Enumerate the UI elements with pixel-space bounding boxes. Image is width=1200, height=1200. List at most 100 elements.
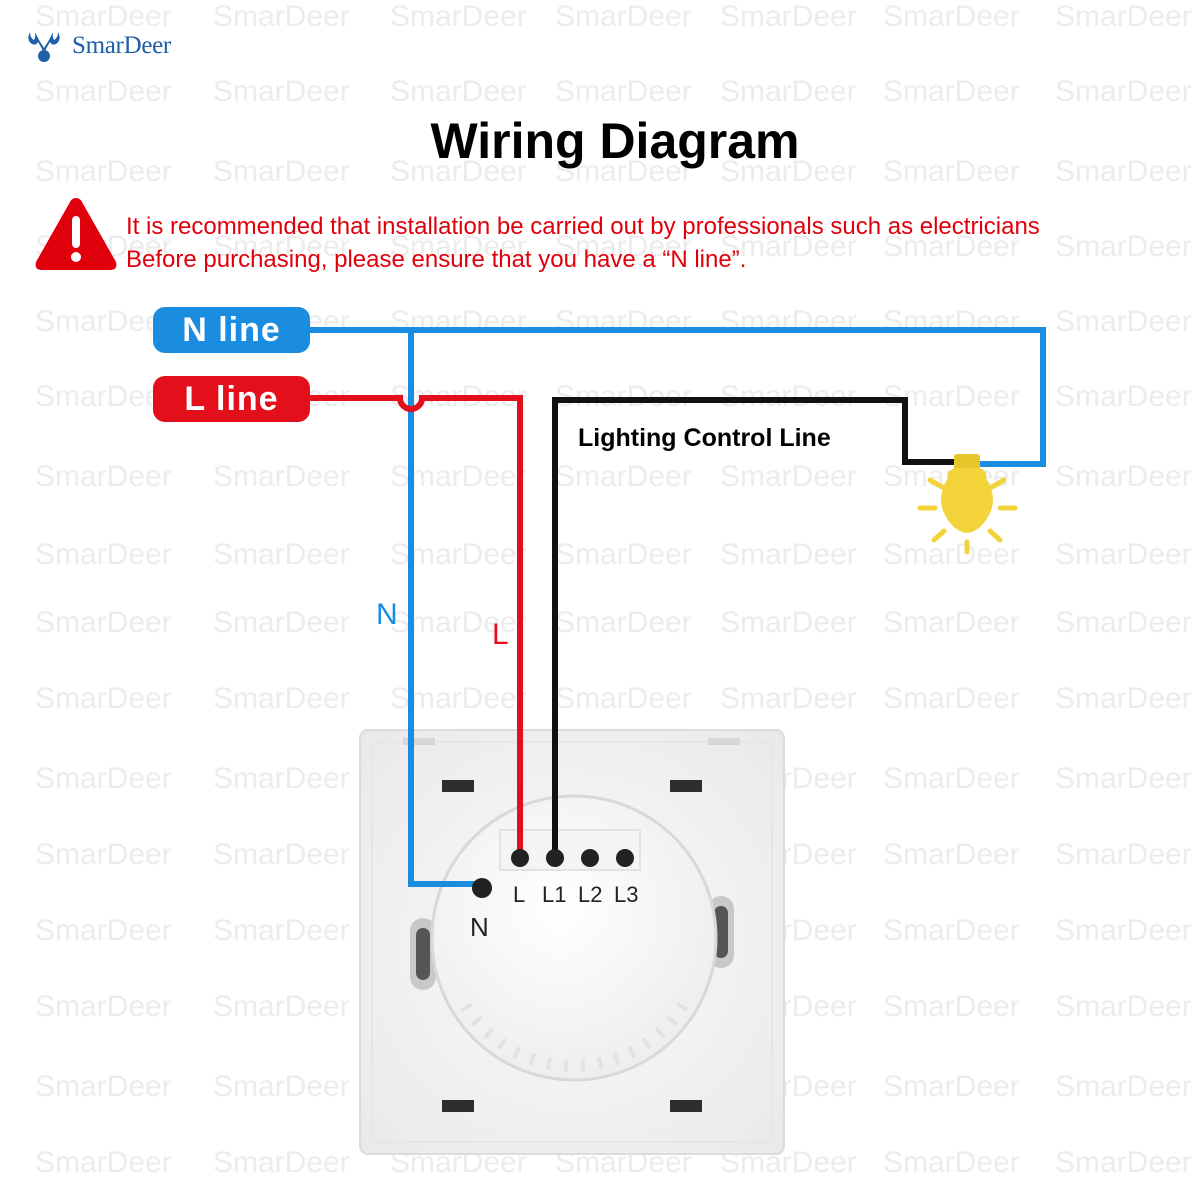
watermark-text: SmarDeer	[720, 380, 857, 413]
l-line-label: L line	[153, 376, 310, 422]
warning-line-1: It is recommended that installation be c…	[126, 213, 1040, 240]
watermark-text: SmarDeer	[35, 538, 172, 571]
watermark-text: SmarDeer	[720, 682, 857, 715]
watermark-text: SmarDeer	[390, 0, 527, 33]
watermark-text: SmarDeer	[1055, 914, 1192, 947]
watermark-text: SmarDeer	[35, 762, 172, 795]
control-wire	[552, 397, 962, 858]
watermark-text: SmarDeer	[213, 1070, 350, 1103]
light-bulb-icon	[917, 454, 1018, 555]
watermark-text: SmarDeer	[213, 914, 350, 947]
brand-name: SmarDeer	[72, 32, 171, 59]
watermark-text: SmarDeer	[883, 1070, 1020, 1103]
watermark-text: SmarDeer	[720, 0, 857, 33]
watermark-text: SmarDeer	[1055, 762, 1192, 795]
warning-triangle-icon	[35, 198, 117, 270]
terminal-label-n: N	[470, 912, 489, 942]
watermark-text: SmarDeer	[555, 230, 692, 263]
watermark-text: SmarDeer	[213, 460, 350, 493]
watermark-text: SmarDeer	[883, 762, 1020, 795]
watermark-text: SmarDeer	[883, 1146, 1020, 1179]
watermark-text: SmarDeer	[555, 606, 692, 639]
deer-icon	[28, 32, 60, 62]
watermark-text: SmarDeer	[35, 380, 172, 413]
neutral-wire-drop	[408, 330, 478, 887]
watermark-text: SmarDeer	[213, 230, 350, 263]
watermark-text: SmarDeer	[35, 155, 172, 188]
watermark-text: SmarDeer	[213, 75, 350, 108]
wires	[305, 327, 1046, 887]
watermark-text: SmarDeer	[883, 75, 1020, 108]
watermark-text: SmarDeer	[1055, 838, 1192, 871]
watermark-text: SmarDeer	[35, 606, 172, 639]
terminal-label-l: L	[513, 882, 526, 907]
watermark-text: SmarDeer	[213, 682, 350, 715]
watermark-text: SmarDeer	[35, 75, 172, 108]
watermark-text: SmarDeer	[213, 990, 350, 1023]
warning-line-2: Before purchasing, please ensure that yo…	[126, 246, 747, 273]
watermark-text: SmarDeer	[1055, 538, 1192, 571]
watermark-text: SmarDeer	[390, 155, 527, 188]
watermark-text: SmarDeer	[213, 155, 350, 188]
l-wire-label: L	[492, 618, 509, 651]
brand-logo: SmarDeer	[22, 28, 171, 64]
watermark-text: SmarDeer	[213, 762, 350, 795]
watermark-text: SmarDeer	[1055, 990, 1192, 1023]
watermark-text: SmarDeer	[390, 230, 527, 263]
watermark-text: SmarDeer	[883, 230, 1020, 263]
page-title: Wiring Diagram	[430, 113, 800, 169]
watermark-text: SmarDeer	[720, 606, 857, 639]
watermark-text: SmarDeer	[1055, 682, 1192, 715]
watermark-text: SmarDeer	[35, 1146, 172, 1179]
terminal-n	[472, 878, 492, 898]
watermark-text: SmarDeer	[1055, 305, 1192, 338]
watermark-text: SmarDeer	[35, 1070, 172, 1103]
mount-slot	[442, 780, 474, 792]
watermark-text: SmarDeer	[35, 990, 172, 1023]
watermark-text: SmarDeer	[555, 460, 692, 493]
mount-slot	[670, 1100, 702, 1112]
terminal-screws	[472, 849, 634, 898]
watermark-text: SmarDeer	[555, 0, 692, 33]
watermark-text: SmarDeer	[213, 838, 350, 871]
watermark-text: SmarDeer	[555, 380, 692, 413]
watermark-text: SmarDeer	[1055, 460, 1192, 493]
mount-slot	[670, 780, 702, 792]
watermark-text: SmarDeer	[883, 538, 1020, 571]
watermark-text: SmarDeer	[1055, 1070, 1192, 1103]
watermark-text: SmarDeer	[720, 155, 857, 188]
watermark-text: SmarDeer	[883, 990, 1020, 1023]
watermark-text: SmarDeer	[35, 305, 172, 338]
watermark-text: SmarDeer	[1055, 606, 1192, 639]
watermark-text: SmarDeer	[35, 460, 172, 493]
watermark-text: SmarDeer	[555, 538, 692, 571]
watermark-text: SmarDeer	[883, 606, 1020, 639]
watermark-text: SmarDeer	[1055, 230, 1192, 263]
relay-module	[430, 794, 718, 1082]
watermark-text: SmarDeer	[720, 538, 857, 571]
watermark-text: SmarDeer	[883, 0, 1020, 33]
terminal-l1	[546, 849, 564, 867]
watermark-text: SmarDeer	[213, 1146, 350, 1179]
terminal-l2	[581, 849, 599, 867]
watermark-text: SmarDeer	[720, 75, 857, 108]
watermark-text: SmarDeer	[720, 230, 857, 263]
watermark-text: SmarDeer	[213, 0, 350, 33]
terminal-label-l2: L2	[578, 882, 603, 907]
watermark-text: SmarDeer	[883, 914, 1020, 947]
neutral-wire	[305, 327, 1046, 467]
n-line-label: N line	[153, 307, 310, 353]
warning-text: It is recommended that installation be c…	[126, 210, 1040, 276]
watermark-text: SmarDeer	[213, 606, 350, 639]
watermark-text: SmarDeer	[35, 838, 172, 871]
mount-slot	[442, 1100, 474, 1112]
watermark-text: SmarDeer	[35, 682, 172, 715]
watermark-text: SmarDeer	[35, 0, 172, 33]
watermark-text: SmarDeer	[555, 75, 692, 108]
watermark-text: SmarDeer	[720, 460, 857, 493]
watermark-text: SmarDeer	[883, 155, 1020, 188]
watermark-text: SmarDeer	[883, 838, 1020, 871]
terminal-l3	[616, 849, 634, 867]
